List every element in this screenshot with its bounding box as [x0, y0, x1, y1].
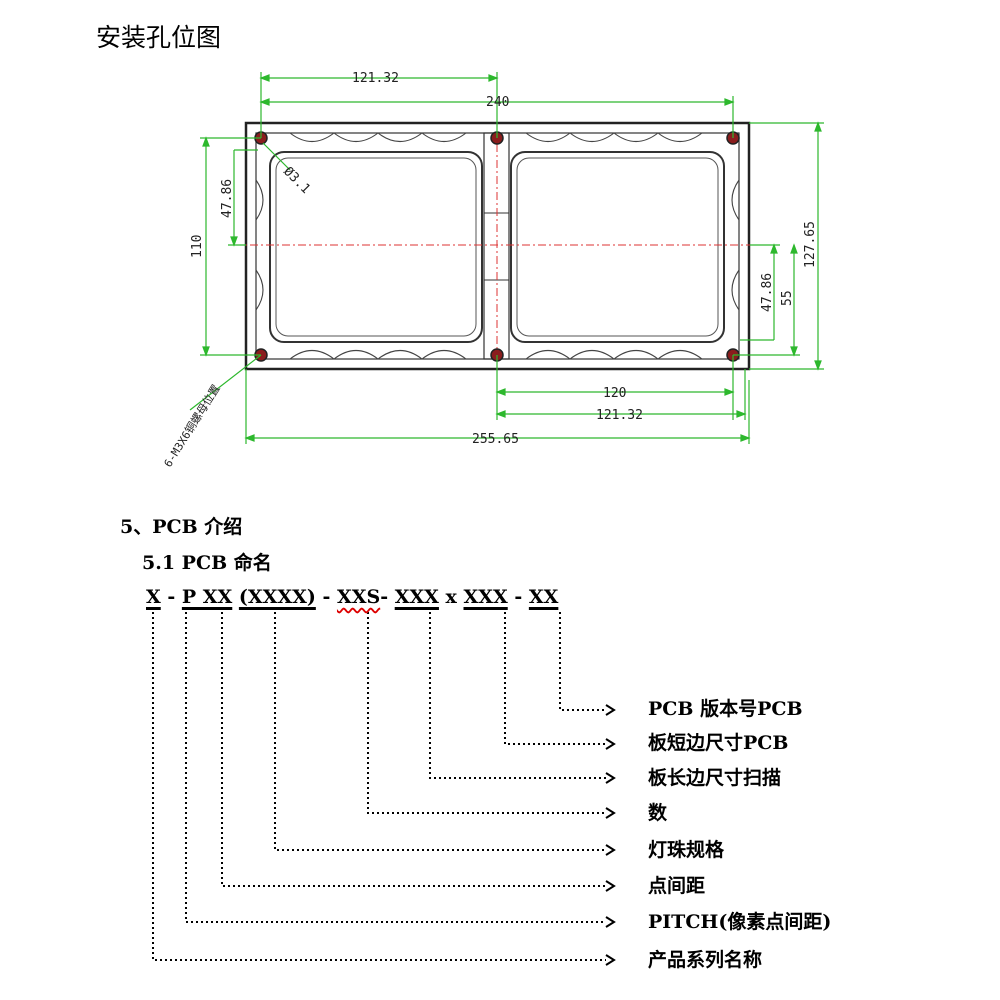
label-product-series: 产品系列名称 [648, 949, 763, 971]
code-short-side: XXX [463, 586, 508, 608]
label-short-side: 板短边尺寸PCB [648, 732, 789, 754]
right-module-inner [516, 157, 719, 337]
dim-right-height: 127.65 [803, 221, 818, 268]
right-module [510, 151, 725, 343]
code-long-side: XXX [394, 586, 439, 608]
code-series: X [146, 586, 161, 608]
code-pitch: P XX [181, 586, 233, 608]
code-sep: - [507, 586, 529, 608]
section-heading: 5、PCB 介绍 [120, 516, 243, 538]
connector-arrows [605, 704, 616, 966]
frame-ribs [255, 132, 740, 360]
code-scan: XXS [336, 586, 381, 608]
dim-overall-width: 255.65 [472, 432, 519, 447]
code-led-spec: (XXXX) [238, 586, 316, 608]
dim-right-half-height: 47.86 [760, 273, 775, 312]
code-sep: - [160, 586, 182, 608]
label-pixel-pitch: 点间距 [648, 875, 706, 897]
dim-hole-diameter: Ø3.1 [280, 164, 313, 197]
dim-bottom-inner: 120 [603, 386, 626, 401]
label-pcb-version: PCB 版本号PCB [648, 698, 803, 720]
drawing-title: 安装孔位图 [96, 23, 222, 52]
dim-left-height: 110 [190, 235, 205, 258]
label-led-spec: 灯珠规格 [648, 839, 725, 861]
left-module-inner [275, 157, 477, 337]
label-long-side-scan: 板长边尺寸扫描 [648, 767, 782, 789]
dim-inner-width: 240 [486, 95, 509, 110]
pcb-code: X - P XX (XXXX) - XXS- XXX x XXX - XX [146, 586, 558, 608]
left-module [269, 151, 483, 343]
code-sep: - [380, 586, 395, 608]
code-sep: - [315, 586, 337, 608]
dim-left-half-height: 47.86 [220, 179, 235, 218]
code-sep: x [438, 586, 464, 608]
label-count: 数 [648, 802, 668, 824]
dim-bottom-half-width: 121.32 [596, 408, 643, 423]
label-pitch: PITCH(像素点间距) [648, 911, 832, 933]
dim-right-short: 55 [780, 290, 795, 306]
dimension-lines [189, 72, 824, 444]
naming-connectors [152, 612, 606, 961]
subsection-heading: 5.1 PCB 命名 [142, 552, 272, 574]
dim-top-half-width: 121.32 [352, 71, 399, 86]
nut-note: 6-M3X6铜螺母位置 [161, 382, 223, 470]
code-version: XX [528, 586, 559, 608]
